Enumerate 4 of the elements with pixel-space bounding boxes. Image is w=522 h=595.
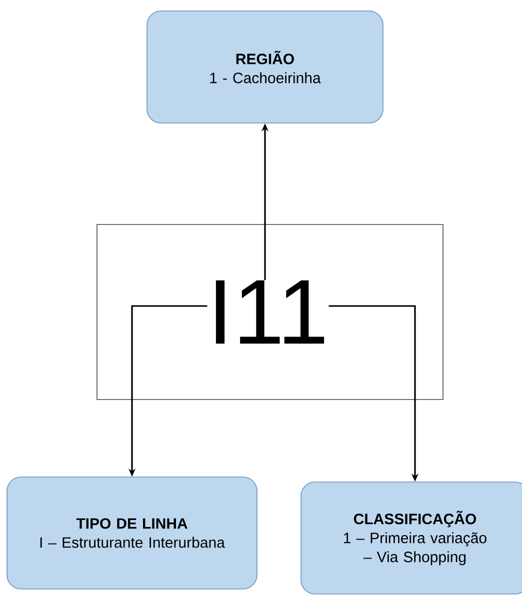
code-frame: I11	[96, 224, 444, 400]
category-box: CLASSIFICAÇÃO 1 – Primeira variação – Via Shopping	[300, 482, 522, 594]
category-box: TIPO DE LINHA I – Estruturante Interurbana	[6, 476, 258, 590]
category-box: REGIÃO 1 - Cachoeirinha	[146, 10, 384, 124]
